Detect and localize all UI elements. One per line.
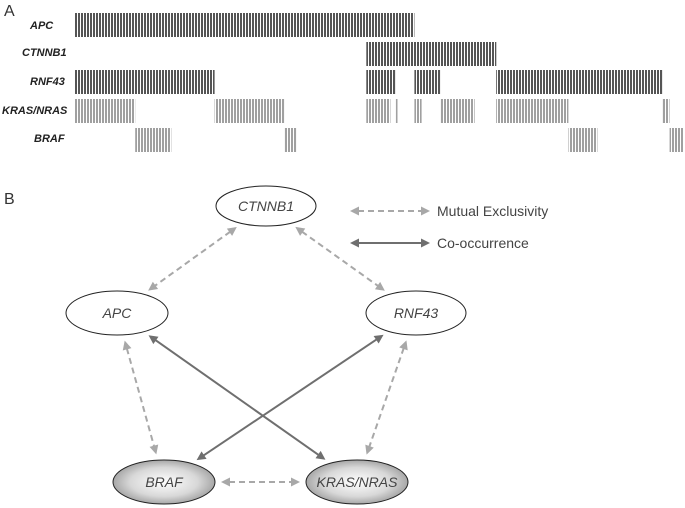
node-label-braf: BRAF <box>145 474 184 490</box>
alteration-stripes-kras-nras <box>496 99 569 123</box>
edge-rnf43-braf-arrowhead-end <box>196 451 207 461</box>
edge-apc-braf-line <box>125 348 156 447</box>
panel-b-label: B <box>4 191 15 208</box>
edge-rnf43-braf-arrowhead-start <box>373 334 384 344</box>
legend-me-arrowhead-start <box>350 206 359 216</box>
legend-mutual-exclusivity-label: Mutual Exclusivity <box>437 203 548 219</box>
alteration-stripes-kras-nras <box>440 99 475 123</box>
legend: Mutual Exclusivity Co-occurrence <box>350 203 548 251</box>
edge-braf-kras-arrowhead-end <box>291 477 300 487</box>
alteration-stripes-apc <box>75 13 415 37</box>
edge-rnf43-braf-line <box>202 338 378 457</box>
edge-braf-kras-arrowhead-start <box>221 477 230 487</box>
edge-rnf43-kras-line <box>368 347 405 448</box>
legend-co-arrowhead-start <box>350 238 359 248</box>
node-kras-nras: KRAS/NRAS <box>305 459 409 505</box>
alteration-stripes-rnf43 <box>496 70 663 94</box>
alteration-stripes-kras-nras <box>395 99 398 123</box>
interaction-network: CTNNB1 APC RNF43 BRAF KRAS/NRAS Mutual E… <box>65 185 548 505</box>
alteration-stripes-kras-nras <box>366 99 391 123</box>
edge-ctnnb1-apc-arrowhead-end <box>148 281 159 291</box>
alteration-stripes-rnf43 <box>414 70 441 94</box>
alteration-stripes-kras-nras <box>214 99 285 123</box>
alteration-stripes-rnf43 <box>366 70 396 94</box>
legend-co-arrowhead-end <box>421 238 430 248</box>
node-label-ctnnb1: CTNNB1 <box>238 198 294 214</box>
edge-apc-kras-arrowhead-end <box>315 450 326 460</box>
edge-ctnnb1-rnf43-arrowhead-end <box>374 281 385 291</box>
alteration-stripes-braf <box>568 128 598 152</box>
gene-label-braf: BRAF <box>34 133 65 145</box>
panel-a-label: A <box>4 3 15 20</box>
edge-rnf43-kras-arrowhead-end <box>365 444 374 455</box>
edge-apc-braf-arrowhead-start <box>122 340 132 351</box>
node-label-kras-nras: KRAS/NRAS <box>317 474 399 490</box>
alteration-stripes-braf <box>669 128 684 152</box>
edge-apc-kras-line <box>154 339 320 456</box>
node-rnf43: RNF43 <box>365 290 467 336</box>
edge-rnf43-kras-arrowhead-start <box>399 340 408 351</box>
alteration-stripes-braf <box>284 128 297 152</box>
edge-ctnnb1-rnf43-line <box>301 230 379 287</box>
edge-apc-kras-arrowhead-start <box>148 335 159 345</box>
alteration-stripes-kras-nras <box>414 99 422 123</box>
node-ctnnb1: CTNNB1 <box>215 185 317 227</box>
edge-ctnnb1-apc-line <box>154 230 231 287</box>
legend-co-occurrence-label: Co-occurrence <box>437 235 529 251</box>
node-label-apc: APC <box>102 305 133 321</box>
alteration-stripes-rnf43 <box>75 70 215 94</box>
edge-apc-braf-arrowhead-end <box>149 444 159 455</box>
oncoprint: APC CTNNB1 RNF43 KRAS/NRAS BRAF <box>2 13 684 152</box>
alteration-stripes-kras-nras <box>662 99 670 123</box>
alteration-stripes-ctnnb1 <box>366 42 497 66</box>
edge-ctnnb1-rnf43-arrowhead-start <box>295 226 306 236</box>
node-apc: APC <box>65 290 169 336</box>
node-braf: BRAF <box>112 459 216 505</box>
alteration-stripes-braf <box>135 128 172 152</box>
gene-label-ctnnb1: CTNNB1 <box>22 47 67 59</box>
edge-ctnnb1-apc-arrowhead-start <box>226 226 237 236</box>
legend-me-arrowhead-end <box>421 206 430 216</box>
alteration-stripes-kras-nras <box>75 99 136 123</box>
node-label-rnf43: RNF43 <box>394 305 439 321</box>
gene-label-apc: APC <box>29 20 54 32</box>
legend-mutual-exclusivity-arrow <box>350 206 430 216</box>
gene-label-rnf43: RNF43 <box>30 76 65 88</box>
gene-label-kras-nras: KRAS/NRAS <box>2 105 68 117</box>
legend-co-occurrence-arrow <box>350 238 430 248</box>
